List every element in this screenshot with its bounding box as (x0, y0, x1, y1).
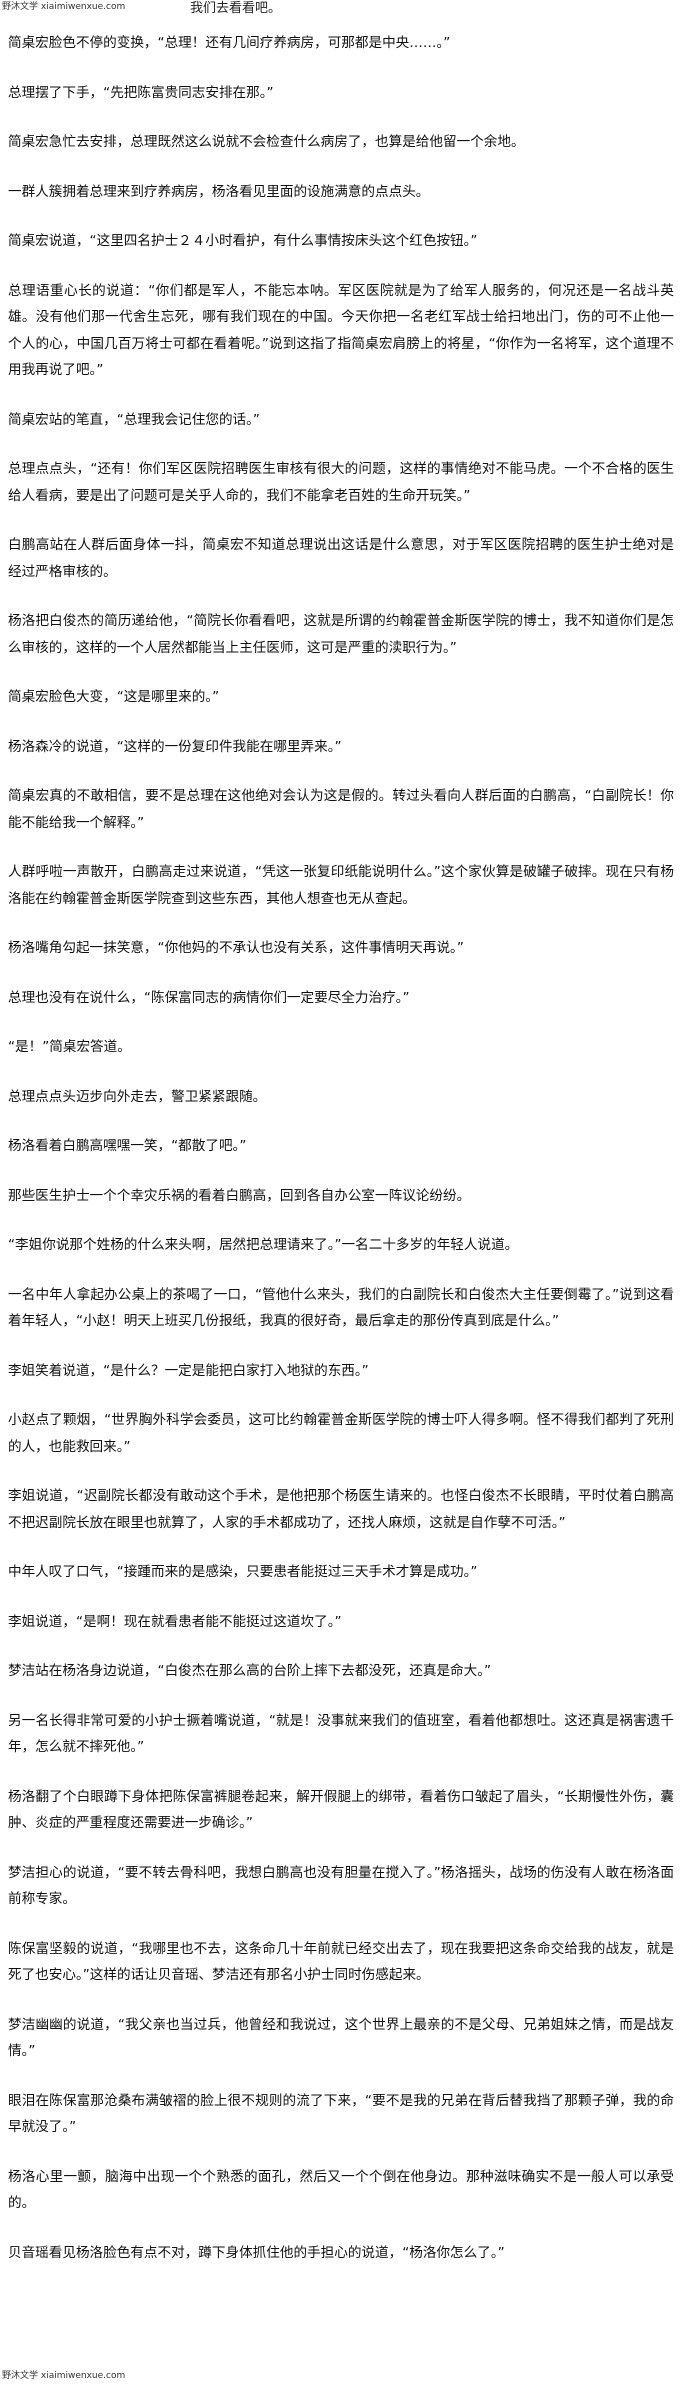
watermark: 野沐文学 xiaimiwenxue.com (2, 2371, 126, 2381)
paragraph: 总理点点头迈步向外走去，警卫紧紧跟随。 (8, 1088, 267, 1105)
paragraph: 总理语重心长的说道：“你们都是军人，不能忘本呐。军区医院就是为了给军人服务的，何… (8, 282, 674, 379)
paragraph: “是！”简桌宏答道。 (8, 1039, 131, 1055)
paragraph: 梦洁幽幽的说道，“我父亲也当过兵，他曾经和我说过，这个世界上最亲的不是父母、兄弟… (8, 2016, 674, 2060)
paragraph: 眼泪在陈保富那沧桑布满皱褶的脸上很不规则的流了下来，“要不是我的兄弟在背后替我挡… (8, 2092, 674, 2136)
paragraph: 人群呼啦一声散开，白鹏高走过来说道，“凭这一张复印纸能说明什么。”这个家伙算是破… (8, 864, 674, 907)
paragraph: 李姐笑着说道，“是什么？一定是能把白家打入地狱的东西。” (8, 1362, 369, 1379)
paragraph: 白鹏高站在人群后面身体一抖，简桌宏不知道总理说出这话是什么意思，对于军区医院招聘… (8, 537, 674, 580)
article-body: 简桌宏脸色不停的变换，“总理！还有几间疗养病房，可那都是中央……。” 总理摆了下手… (8, 30, 674, 2289)
paragraph: 总理摆了下手，“先把陈富贵同志安排在那。” (8, 84, 274, 101)
paragraph: 简桌宏急忙去安排，总理既然这么说就不会检查什么病房了，也算是给他留一个余地。 (8, 134, 525, 150)
paragraph: 一名中年人拿起办公桌上的茶喝了一口，“管他什么来头，我们的白副院长和白俊杰大主任… (8, 1286, 675, 1330)
paragraph: 贝音瑶看见杨洛脸色有点不对，蹲下身体抓住他的手担心的说道，“杨洛你怎么了。” (8, 2244, 505, 2261)
paragraph: 杨洛翻了个白眼蹲下身体把陈保富裤腿卷起来，解开假腿上的绑带，看着伤口皱起了眉头，… (8, 1788, 674, 1832)
paragraph: 李姐说道，“是啊！现在就看患者能不能挺过这道坎了。” (8, 1613, 342, 1630)
paragraph: 小赵点了颗烟，“世界胸外科学会委员，这可比约翰霍普金斯医学院的博士吓人得多啊。怪… (8, 1412, 674, 1455)
watermark: 野沐文学 xiaimiwenxue.com (2, 2, 126, 12)
paragraph: 杨洛心里一颤，脑海中出现一个个熟悉的面孔，然后又一个个倒在他身边。那种滋味确实不… (8, 2168, 674, 2212)
paragraph: 一群人簇拥着总理来到疗养病房，杨洛看见里面的设施满意的点点头。 (8, 183, 430, 200)
paragraph: 梦洁站在杨洛身边说道，“白俊杰在那么高的台阶上摔下去都没死，还真是命大。” (8, 1663, 492, 1679)
paragraph: “李姐你说那个姓杨的什么来头啊，居然把总理请来了。”一名二十多岁的年轻人说道。 (8, 1237, 519, 1253)
paragraph: 杨洛森冷的说道，“这样的一份复印件我能在哪里弄来。” (8, 738, 342, 755)
paragraph: 简桌宏脸色不停的变换，“总理！还有几间疗养病房，可那都是中央……。” (8, 35, 451, 51)
paragraph: 总理也没有在说什么，“陈保富同志的病情你们一定要尽全力治疗。” (8, 989, 410, 1006)
paragraph: 杨洛把白俊杰的简历递给他，“简院长你看看吧，这就是所谓的约翰霍普金斯医学院的博士… (8, 613, 674, 656)
paragraph: 简桌宏站的笔直，“总理我会记住您的话。” (8, 411, 260, 428)
paragraph: 简桌宏说道，“这里四名护士２４小时看护，有什么事情按床头这个红色按钮。” (8, 233, 478, 249)
paragraph: 总理点点头，“还有！你们军区医院招聘医生审核有很大的问题，这样的事情绝对不能马虎… (8, 461, 674, 504)
paragraph: 那些医生护士一个个幸灾乐祸的看着白鹏高，回到各自办公室一阵议论纷纷。 (8, 1187, 471, 1204)
page-header-fragment: 我们去看看吧。 (190, 1, 282, 14)
paragraph: 简桌宏真的不敢相信，要不是总理在这他绝对会认为这是假的。转过头看向人群后面的白鹏… (8, 788, 674, 831)
paragraph: 另一名长得非常可爱的小护士撅着嘴说道，“就是！没事就来我们的值班室，看着他都想吐… (8, 1712, 674, 1756)
paragraph: 梦洁担心的说道，“要不转去骨科吧，我想白鹏高也没有胆量在搅入了。”杨洛摇头，战场… (8, 1864, 674, 1908)
paragraph: 陈保富坚毅的说道，“我哪里也不去，这条命几十年前就已经交出去了，现在我要把这条命… (8, 1940, 674, 1984)
paragraph: 杨洛看着白鹏高嘿嘿一笑，“都散了吧。” (8, 1138, 247, 1154)
paragraph: 杨洛嘴角勾起一抹笑意，“你他妈的不承认也没有关系，这件事情明天再说。” (8, 940, 464, 956)
paragraph: 中年人叹了口气，“接踵而来的是感染，只要患者能挺过三天手术才算是成功。” (8, 1564, 478, 1580)
paragraph: 李姐说道，“迟副院长都没有敢动这个手术，是他把那个杨医生请来的。也怪白俊杰不长眼… (8, 1488, 674, 1531)
paragraph: 简桌宏脸色大变，“这是哪里来的。” (8, 689, 220, 705)
